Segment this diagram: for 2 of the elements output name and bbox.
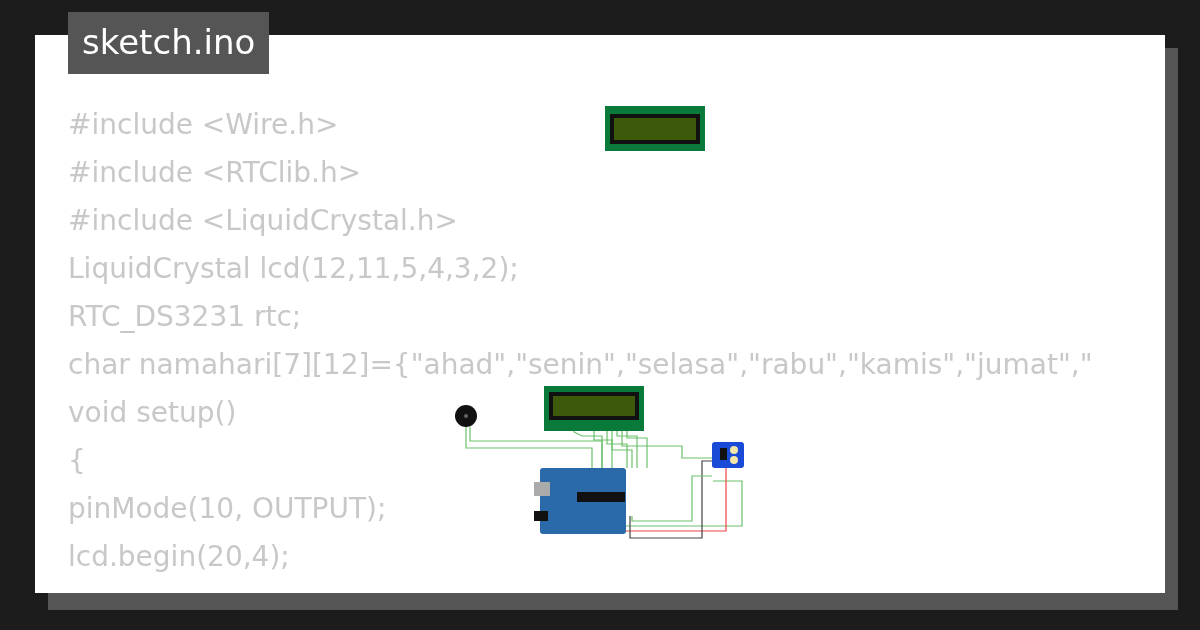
file-name-title: sketch.ino	[68, 12, 270, 74]
code-line: {	[68, 443, 86, 479]
